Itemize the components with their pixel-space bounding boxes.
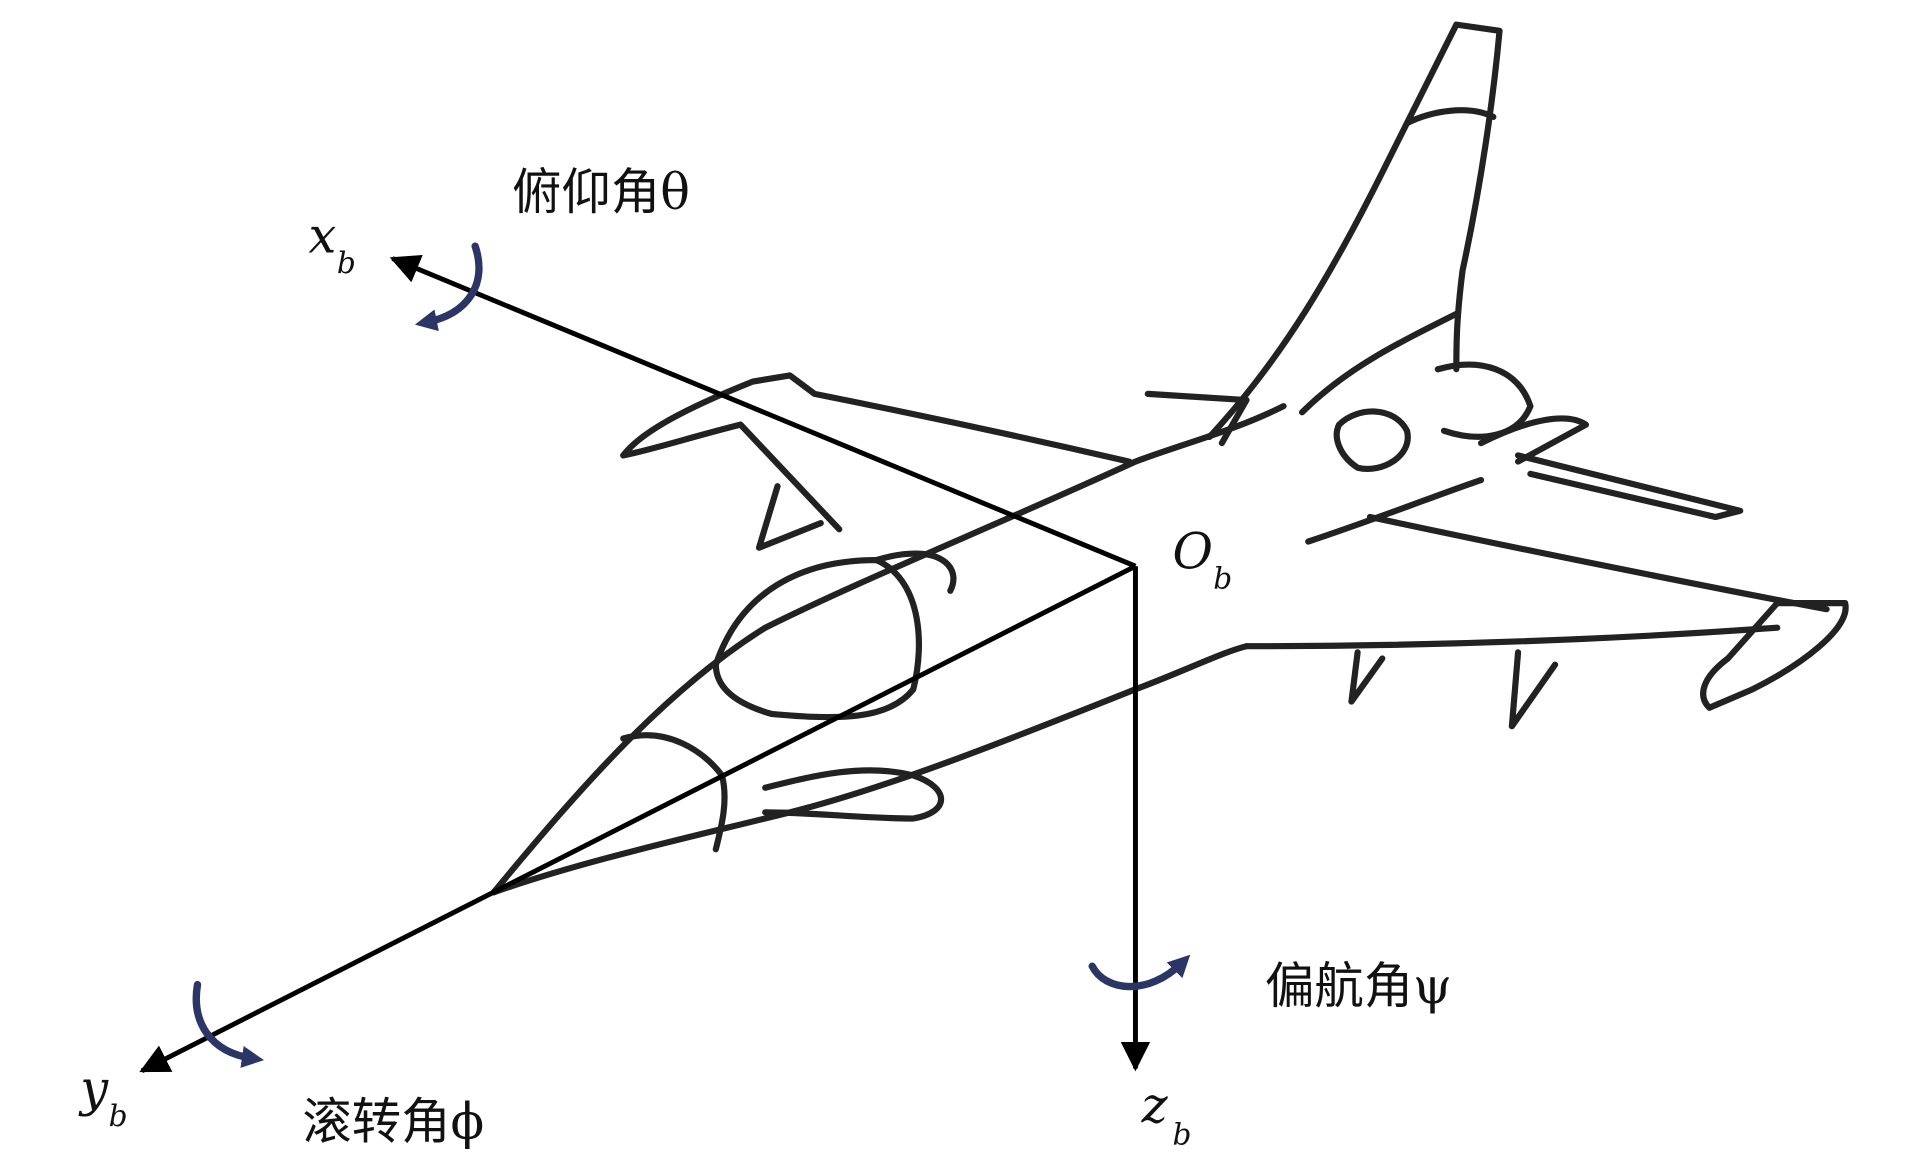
pitch-angle-label: 俯仰角θ (512, 163, 690, 221)
roll-angle-label: 滚转角ϕ (302, 1093, 484, 1151)
origin-label: O b (1172, 523, 1232, 596)
aircraft-sketch (490, 21, 1849, 896)
y-axis-subscript: b (109, 1099, 128, 1133)
z-axis-label: z b (1141, 1077, 1192, 1152)
origin-subscript: b (1213, 561, 1232, 595)
x-axis-label: x b (309, 206, 356, 280)
z-axis-subscript: b (1172, 1118, 1191, 1152)
yaw-angle-label: 偏航角ψ (1265, 957, 1452, 1015)
x-axis-arrow (389, 255, 1137, 569)
yaw-rotation-icon (1088, 954, 1191, 991)
origin-letter: O (1172, 523, 1212, 581)
x-axis-subscript: b (337, 246, 356, 280)
x-axis-letter: x (309, 206, 337, 264)
pitch-rotation-icon (414, 242, 483, 332)
y-axis-arrow (139, 563, 1137, 1074)
y-axis-label: y b (78, 1059, 127, 1133)
y-axis-letter: y (78, 1059, 109, 1117)
z-axis-letter: z (1141, 1077, 1169, 1135)
roll-rotation-icon (192, 980, 265, 1068)
